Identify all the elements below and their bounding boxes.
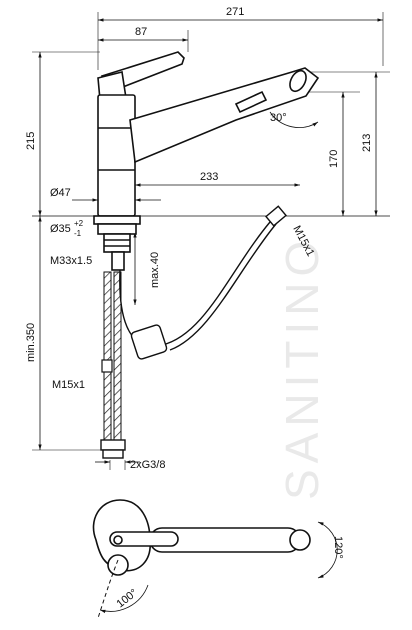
dim-connection: 2xG3/8: [130, 459, 165, 471]
dim-swivel-angle: 120°: [332, 536, 344, 559]
mounting-base: [93, 215, 141, 225]
dim-thread-mount: M33x1.5: [50, 255, 92, 267]
dimension-lines: [38, 18, 383, 614]
pull-out-hose: [119, 205, 287, 360]
dim-handle-offset: 87: [135, 26, 147, 38]
dim-hole-tol-minus: -1: [74, 229, 82, 238]
faucet-column: [97, 94, 136, 217]
dim-handle-angle: 100°: [114, 587, 139, 610]
hose-weight: [130, 324, 168, 360]
dim-hole-tol-plus: +2: [74, 219, 84, 228]
dim-total-height: 215: [25, 132, 37, 150]
dim-spout-angle: 30°: [270, 112, 287, 124]
dimension-labels: 271 87 233 Ø47 Ø35 +2 -1 M33x1.5 M15x1 2…: [25, 6, 373, 610]
pull-out-spout: [129, 67, 320, 164]
watermark-text: SANITINO: [276, 235, 328, 500]
dim-outlet-height: 170: [328, 150, 340, 168]
supply-hoses: [100, 271, 126, 459]
dim-body-diameter: Ø47: [50, 187, 71, 199]
dim-total-reach: 271: [226, 6, 244, 18]
dim-spout-reach: 233: [200, 171, 218, 183]
dim-max-depth: max.40: [149, 252, 161, 288]
plan-view: [92, 499, 311, 576]
extension-lines: [32, 12, 390, 470]
faucet-body: [93, 51, 320, 271]
dim-spout-height: 213: [361, 134, 373, 152]
dim-hose-thread: M15x1: [52, 379, 85, 391]
dim-hose-min-length: min.350: [25, 323, 37, 362]
dim-hole-diameter: Ø35: [50, 223, 71, 235]
swing-path: [97, 559, 119, 619]
